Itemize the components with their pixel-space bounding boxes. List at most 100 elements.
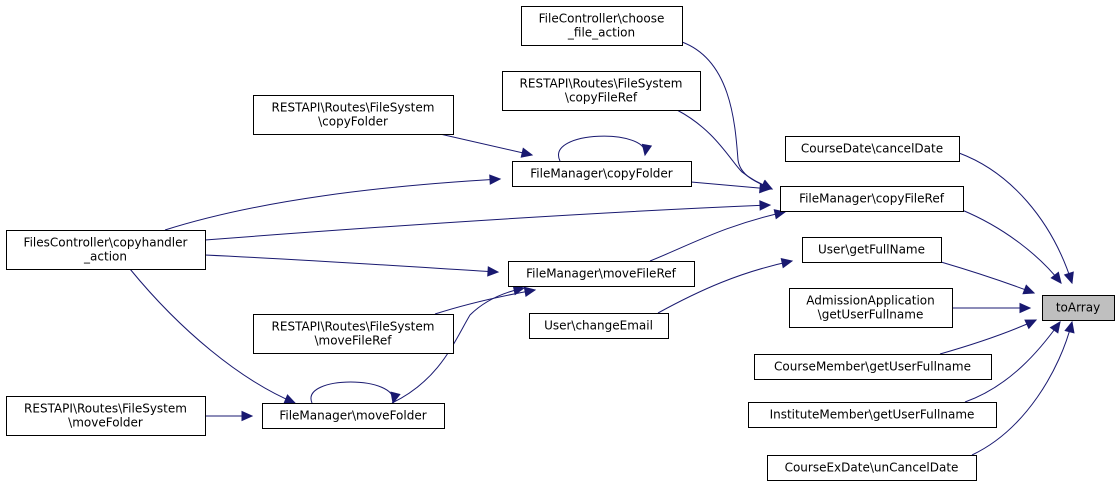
- node-label: FileManager\moveFolder: [279, 409, 426, 423]
- node-box[interactable]: [767, 455, 977, 481]
- edge-line: [434, 289, 536, 315]
- node-user_getFullName[interactable]: User\getFullName: [802, 237, 942, 263]
- node-label: _file_action: [567, 26, 635, 40]
- edge-im_getUserFullname-to-toArray: [964, 321, 1061, 403]
- edge-fm_copyFolder-to-fm_copyFolder: [558, 135, 653, 162]
- node-label: CourseDate\cancelDate: [801, 142, 943, 156]
- arrowhead-icon: [520, 147, 534, 158]
- edge-line: [657, 260, 793, 314]
- node-box[interactable]: [802, 237, 942, 263]
- node-box[interactable]: [780, 186, 964, 212]
- node-label: \copyFileRef: [565, 91, 638, 105]
- edge-ced_unCancelDate-to-toArray: [971, 320, 1075, 456]
- node-toArray[interactable]: toArray: [1042, 295, 1115, 321]
- node-box[interactable]: [508, 261, 695, 287]
- node-label: User\getFullName: [818, 243, 925, 257]
- node-box[interactable]: [253, 95, 454, 135]
- node-label: RESTAPI\Routes\FileSystem: [272, 101, 435, 115]
- node-box[interactable]: [6, 230, 206, 270]
- edge-line: [961, 209, 1062, 284]
- node-label: CourseMember\getUserFullname: [774, 360, 971, 374]
- node-box[interactable]: [748, 402, 997, 428]
- arrowhead-icon: [241, 410, 254, 422]
- node-label: FileManager\copyFolder: [530, 167, 673, 181]
- node-label: RESTAPI\Routes\FileSystem: [272, 320, 435, 334]
- edge-fm_copyFolder-to-fm_copyFileRef: [690, 181, 772, 194]
- edge-fc_choose-to-fm_copyFileRef: [681, 41, 774, 190]
- arrowhead-icon: [1063, 271, 1074, 285]
- edge-rest_moveFileRef-to-fm_moveFileRef: [434, 286, 537, 315]
- edge-fc_copyhandler-to-fm_moveFolder: [129, 268, 297, 404]
- node-box[interactable]: [785, 136, 960, 162]
- arrowhead-icon: [1024, 319, 1038, 330]
- edge-fm_moveFolder-to-fm_moveFolder: [310, 381, 401, 405]
- edge-line: [964, 321, 1061, 403]
- edge-fc_copyhandler-to-fm_copyFolder: [164, 174, 502, 231]
- edge-rest_copyFolder-to-fm_copyFolder: [439, 133, 534, 158]
- node-box[interactable]: [789, 288, 953, 328]
- edge-fm_copyFileRef-to-toArray: [961, 209, 1062, 284]
- edge-line: [939, 319, 1037, 355]
- edge-line: [204, 254, 499, 273]
- node-label: \getUserFullname: [818, 308, 924, 322]
- edge-adm_getUserFullname-to-toArray: [952, 302, 1032, 314]
- node-adm_getUserFullname[interactable]: AdmissionApplication\getUserFullname: [789, 288, 953, 328]
- edge-fc_copyhandler-to-fm_copyFileRef: [204, 200, 772, 241]
- edge-user_changeEmail-to-user_getFullName: [657, 258, 794, 314]
- node-label: FilesController\copyhandler: [24, 236, 188, 250]
- node-box[interactable]: [253, 314, 454, 354]
- arrowhead-icon: [487, 266, 500, 277]
- node-rest_moveFolder[interactable]: RESTAPI\Routes\FileSystem\moveFolder: [6, 396, 206, 436]
- node-box[interactable]: [521, 6, 683, 46]
- node-fm_moveFolder[interactable]: FileManager\moveFolder: [262, 403, 445, 429]
- arrowhead-icon: [641, 143, 653, 157]
- node-box[interactable]: [1042, 295, 1115, 321]
- node-fm_copyFolder[interactable]: FileManager\copyFolder: [512, 161, 692, 187]
- edge-cm_getUserFullname-to-toArray: [939, 319, 1038, 355]
- edge-fm_moveFileRef-to-fm_copyFileRef: [649, 209, 787, 262]
- edge-line: [649, 211, 786, 262]
- node-label: AdmissionApplication: [806, 294, 934, 308]
- edge-cd_cancelDate-to-toArray: [958, 152, 1074, 285]
- node-rest_copyFileRef[interactable]: RESTAPI\Routes\FileSystem\copyFileRef: [502, 71, 701, 111]
- edge-line: [940, 261, 1035, 294]
- node-label: FileManager\moveFileRef: [526, 267, 677, 281]
- nodes-layer: toArray FileController\choose_file_action…: [6, 6, 1115, 481]
- node-label: toArray: [1056, 301, 1100, 315]
- node-label: RESTAPI\Routes\FileSystem: [520, 77, 683, 91]
- edge-line: [204, 204, 771, 241]
- arrowhead-icon: [759, 182, 772, 194]
- node-box[interactable]: [529, 313, 669, 339]
- node-fc_choose[interactable]: FileController\choose_file_action: [521, 6, 683, 46]
- node-cm_getUserFullname[interactable]: CourseMember\getUserFullname: [754, 354, 992, 380]
- node-cd_cancelDate[interactable]: CourseDate\cancelDate: [785, 136, 960, 162]
- node-user_changeEmail[interactable]: User\changeEmail: [529, 313, 669, 339]
- arrowhead-icon: [759, 200, 772, 211]
- node-box[interactable]: [754, 354, 992, 380]
- edge-line: [971, 321, 1073, 456]
- node-label: \copyFolder: [318, 115, 388, 129]
- node-box[interactable]: [262, 403, 445, 429]
- node-rest_moveFileRef[interactable]: RESTAPI\Routes\FileSystem\moveFileRef: [253, 314, 454, 354]
- node-box[interactable]: [6, 396, 206, 436]
- node-fm_moveFileRef[interactable]: FileManager\moveFileRef: [508, 261, 695, 287]
- arrowhead-icon: [1064, 320, 1075, 334]
- edge-line: [690, 181, 771, 190]
- edges-layer: [129, 41, 1075, 456]
- arrowhead-icon: [523, 286, 537, 298]
- node-ced_unCancelDate[interactable]: CourseExDate\unCancelDate: [767, 455, 977, 481]
- edge-line: [558, 135, 646, 162]
- edge-line: [164, 178, 501, 231]
- node-label: \moveFolder: [68, 416, 143, 430]
- arrowhead-icon: [1050, 271, 1062, 284]
- node-im_getUserFullname[interactable]: InstituteMember\getUserFullname: [748, 402, 997, 428]
- node-label: FileController\choose: [539, 12, 665, 26]
- edge-line: [958, 152, 1073, 284]
- node-fc_copyhandler[interactable]: FilesController\copyhandler_action: [6, 230, 206, 270]
- node-box[interactable]: [512, 161, 692, 187]
- node-rest_copyFolder[interactable]: RESTAPI\Routes\FileSystem\copyFolder: [253, 95, 454, 135]
- node-fm_copyFileRef[interactable]: FileManager\copyFileRef: [780, 186, 964, 212]
- node-box[interactable]: [502, 71, 701, 111]
- node-label: FileManager\copyFileRef: [799, 192, 945, 206]
